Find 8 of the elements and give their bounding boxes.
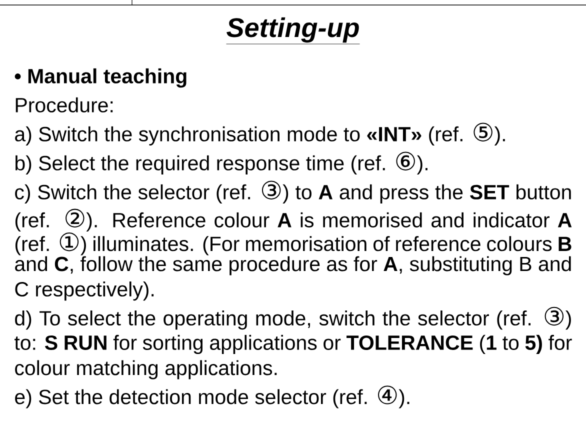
procedure-label: Procedure:: [16, 97, 113, 112]
instruction-step: e) Set the detection mode selector (ref. ④).: [15, 386, 410, 408]
section-heading: • Manual teaching: [14, 68, 186, 88]
instruction-step: a) Switch the synchronisation mode to «INT» (ref. ⑤).: [15, 122, 505, 146]
title-heading: Setting-up: [226, 17, 360, 44]
instruction-step: b) Select the required response time (ref. ⑥).: [16, 152, 428, 174]
instruction-step: d) To select the operating mode, switch the selector (ref. ③) to: S RUN for sorting applications or TOLERANCE (1 to 5) for colour matching applications.: [14, 306, 572, 380]
instruction-step: c) Switch the selector (ref. ③) to A and press the SET button (ref. ②). Reference colour A is memorised and indicator A (ref. ①) illuminates. (For memorisation of reference colours B and C, follow the same procedure as for A, substituting B and C respectively).: [15, 180, 572, 301]
